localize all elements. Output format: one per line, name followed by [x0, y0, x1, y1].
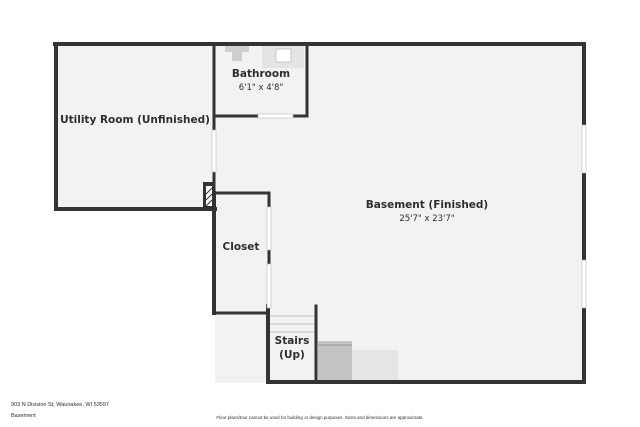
level-caption: Basement	[11, 413, 36, 419]
utility-room-name: Utility Room (Unfinished)	[60, 114, 210, 126]
stair-treads	[270, 315, 314, 333]
utility-room-floor	[57, 44, 215, 209]
window-right-upper	[581, 124, 587, 174]
window-right-lower	[581, 259, 587, 309]
opening-closet-lower	[266, 263, 272, 309]
floor-areas	[57, 44, 584, 383]
landing-blocks	[318, 341, 398, 380]
address-caption: 903 N Division St, Waunakee, WI 53597	[11, 402, 109, 408]
hatched-column	[203, 182, 215, 209]
bathroom-name: Bathroom	[232, 68, 290, 80]
toilet-bowl	[232, 52, 242, 61]
stairs-floor	[268, 308, 316, 383]
disclaimer-caption: Floor plans/tour cannot be used for buil…	[216, 415, 424, 420]
toilet-tank	[225, 45, 249, 52]
opening-utility-basement	[211, 129, 217, 173]
landing-block-dark	[318, 341, 352, 380]
basement-dimensions: 25'7" x 23'7"	[399, 214, 454, 224]
bathroom-dimensions: 6'1" x 4'8"	[239, 83, 284, 93]
closet-floor	[215, 193, 269, 313]
sink-basin	[275, 48, 292, 63]
bathroom-fixtures	[225, 45, 304, 68]
basement-name: Basement (Finished)	[366, 199, 488, 211]
column-hatch	[205, 187, 213, 195]
column-hatch	[205, 193, 213, 201]
closet-name: Closet	[223, 241, 260, 253]
walls	[53, 42, 586, 384]
stairs-direction: (Up)	[279, 349, 305, 361]
window-bathroom-bottom	[257, 113, 294, 119]
windows	[211, 113, 587, 309]
room-labels: Bathroom 6'1" x 4'8" Utility Room (Unfin…	[60, 68, 488, 361]
stairs-name: Stairs	[275, 335, 310, 347]
column-inner	[206, 186, 212, 206]
column-hatch	[205, 199, 213, 207]
opening-closet-upper	[266, 206, 272, 251]
